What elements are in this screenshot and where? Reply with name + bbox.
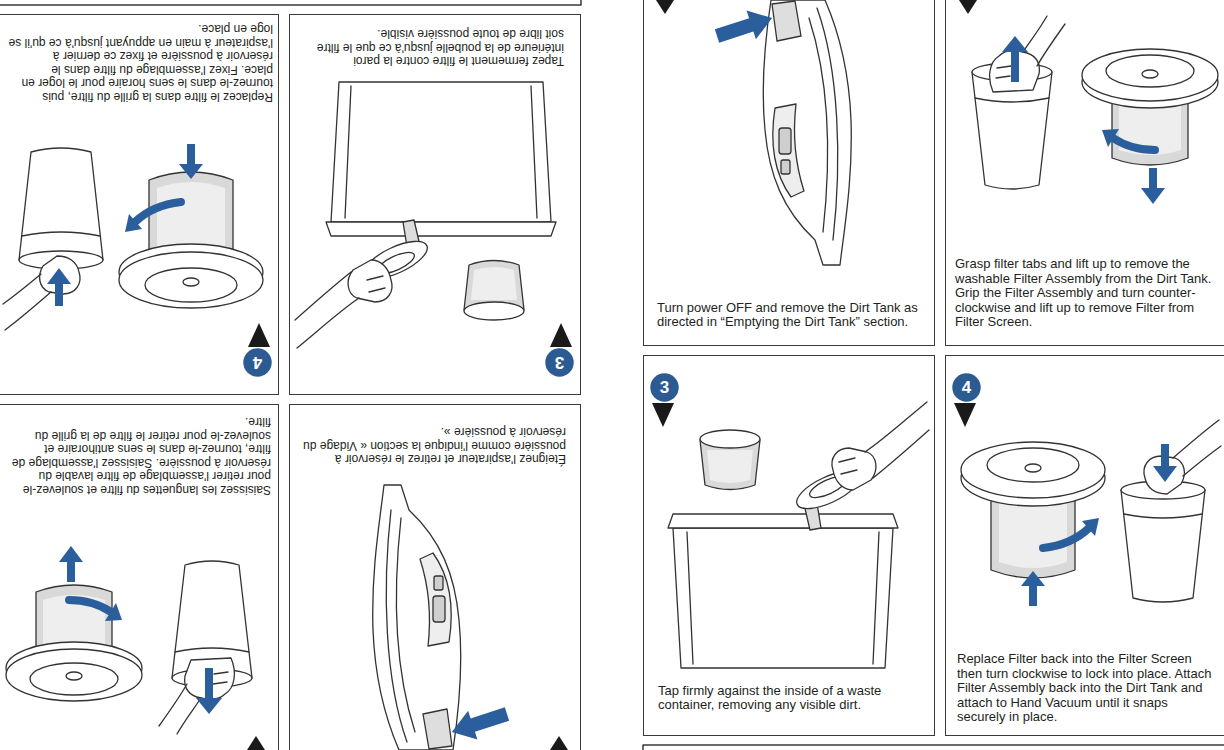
step-number-circle: 4	[952, 373, 981, 402]
step-number-circle: 4	[243, 348, 272, 377]
instruction-text: Tap firmly against the inside of a waste…	[658, 684, 923, 713]
step-panel: Éteignez l'aspirateur et retirez le rése…	[289, 404, 581, 750]
circle-fill	[243, 348, 271, 376]
step-number-circle: 3	[545, 348, 574, 377]
step-number-circle: 3	[650, 373, 679, 402]
illustration-copy	[643, 0, 1224, 750]
step-panel: Turn power OFF and remove the Dirt Tank …	[643, 0, 935, 346]
step-panel: Replacez le filtre dans la grille du fil…	[0, 14, 279, 395]
step-panel: Replace Filter back into the Filter Scre…	[945, 355, 1224, 736]
step-number: 3	[545, 348, 574, 377]
instruction-text: Replace Filter back into the Filter Scre…	[957, 652, 1219, 725]
instruction-text: Saisissez les languettes du filtre et so…	[9, 415, 271, 496]
step-panel: Tapez fermement le filtre contre la paro…	[289, 14, 581, 395]
step-number: 3	[650, 373, 679, 402]
circle-fill	[545, 348, 573, 376]
instruction-text: Grasp filter tabs and lift up to remove …	[955, 257, 1217, 330]
step-panel: Saisissez les languettes du filtre et so…	[0, 404, 279, 750]
instruction-text: Turn power OFF and remove the Dirt Tank …	[657, 301, 922, 330]
english-half: Turn power OFF and remove the Dirt Tank …	[643, 0, 1224, 750]
circle-fill	[952, 373, 980, 401]
instruction-text: Replacez le filtre dans la grille du fil…	[8, 22, 273, 103]
circle-fill	[650, 373, 678, 401]
step-panel: Grasp filter tabs and lift up to remove …	[945, 0, 1224, 346]
step-number: 4	[952, 373, 981, 402]
illustration	[0, 0, 581, 750]
instruction-text: Tapez fermement le filtre contre la paro…	[302, 27, 564, 67]
illustration	[643, 0, 1224, 750]
step-number: 4	[243, 348, 272, 377]
step-panel: Tap firmly against the inside of a waste…	[643, 355, 935, 736]
french-half: Éteignez l'aspirateur et retirez le rése…	[0, 0, 581, 750]
illustration-copy	[0, 0, 581, 750]
instruction-text: Éteignez l'aspirateur et retirez le rése…	[301, 425, 566, 465]
